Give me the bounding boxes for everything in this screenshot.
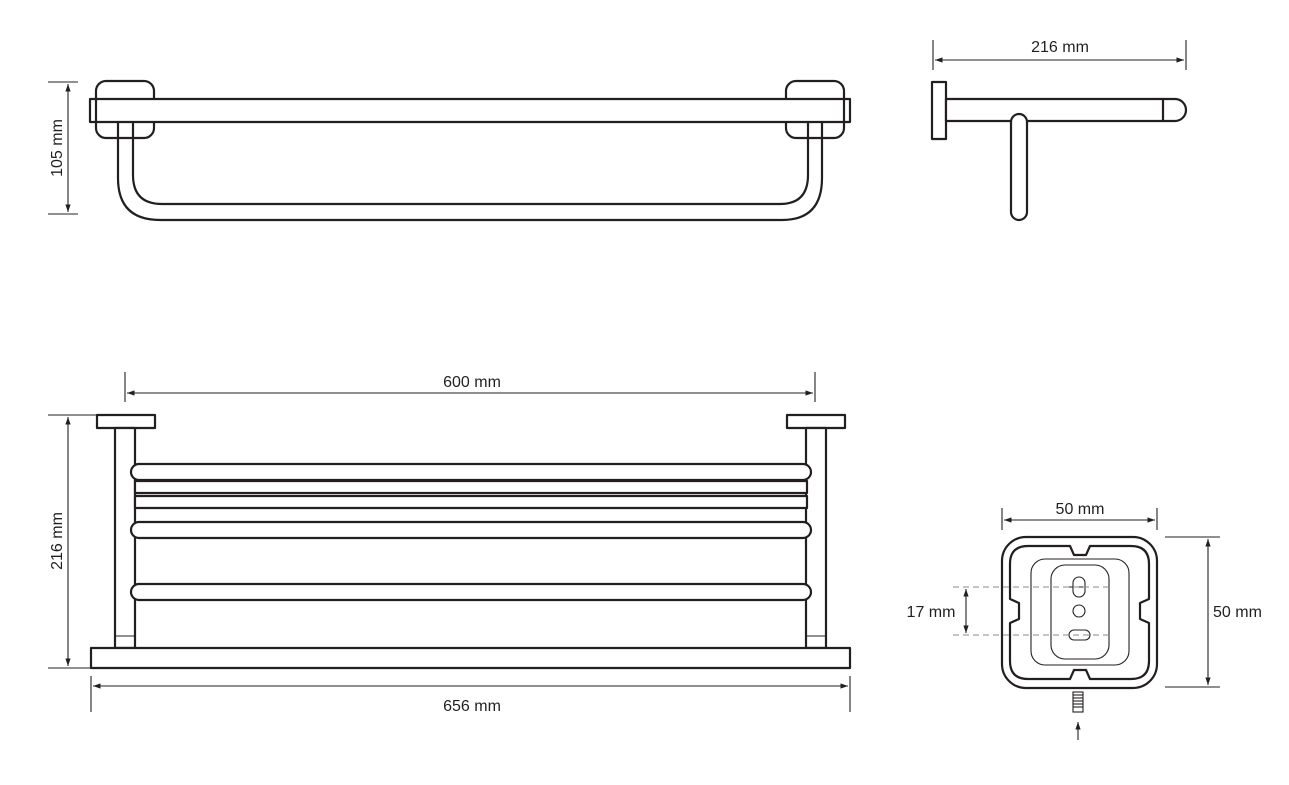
profile-arm: [944, 97, 1188, 123]
profile-bar: [1009, 112, 1029, 222]
label-side-height: 105 mm: [49, 119, 66, 177]
front-view: 600 mm 216 mm 656 mm: [48, 372, 852, 715]
profile-flange: [930, 80, 948, 141]
right-top-cap: [785, 413, 847, 430]
left-top-cap: [95, 413, 157, 430]
right-post: [804, 426, 828, 650]
rail-5: [129, 582, 813, 602]
rail-3: [133, 494, 809, 510]
label-flange-height: 50 mm: [1213, 604, 1262, 621]
label-front-inner-width: 600 mm: [443, 374, 501, 391]
rail-2: [133, 479, 809, 495]
profile-view: 216 mm: [930, 39, 1188, 222]
flange-inner-outline: [1008, 544, 1151, 681]
label-side-depth: 216 mm: [1031, 39, 1089, 56]
base-bar: [89, 646, 852, 670]
label-hole-spacing: 17 mm: [907, 604, 956, 621]
set-screw: [1072, 691, 1084, 713]
rail-1: [129, 462, 813, 482]
towel-bar-inner: [131, 120, 810, 206]
mounting-plate-outer: [1030, 558, 1130, 666]
flange-detail-view: 17 mm 50 mm 50 mm: [907, 501, 1262, 740]
side-elevation-view: 105 mm: [48, 79, 852, 222]
mounting-plate-inner: [1050, 564, 1110, 660]
shelf-bar: [88, 97, 852, 124]
towel-bar-outer: [116, 120, 824, 222]
rail-4: [129, 520, 813, 540]
label-flange-width: 50 mm: [1056, 501, 1105, 518]
label-front-height: 216 mm: [49, 512, 66, 570]
label-front-total-width: 656 mm: [443, 698, 501, 715]
flange-outer: [1000, 535, 1159, 690]
center-hole: [1072, 604, 1086, 618]
left-post: [113, 426, 137, 650]
